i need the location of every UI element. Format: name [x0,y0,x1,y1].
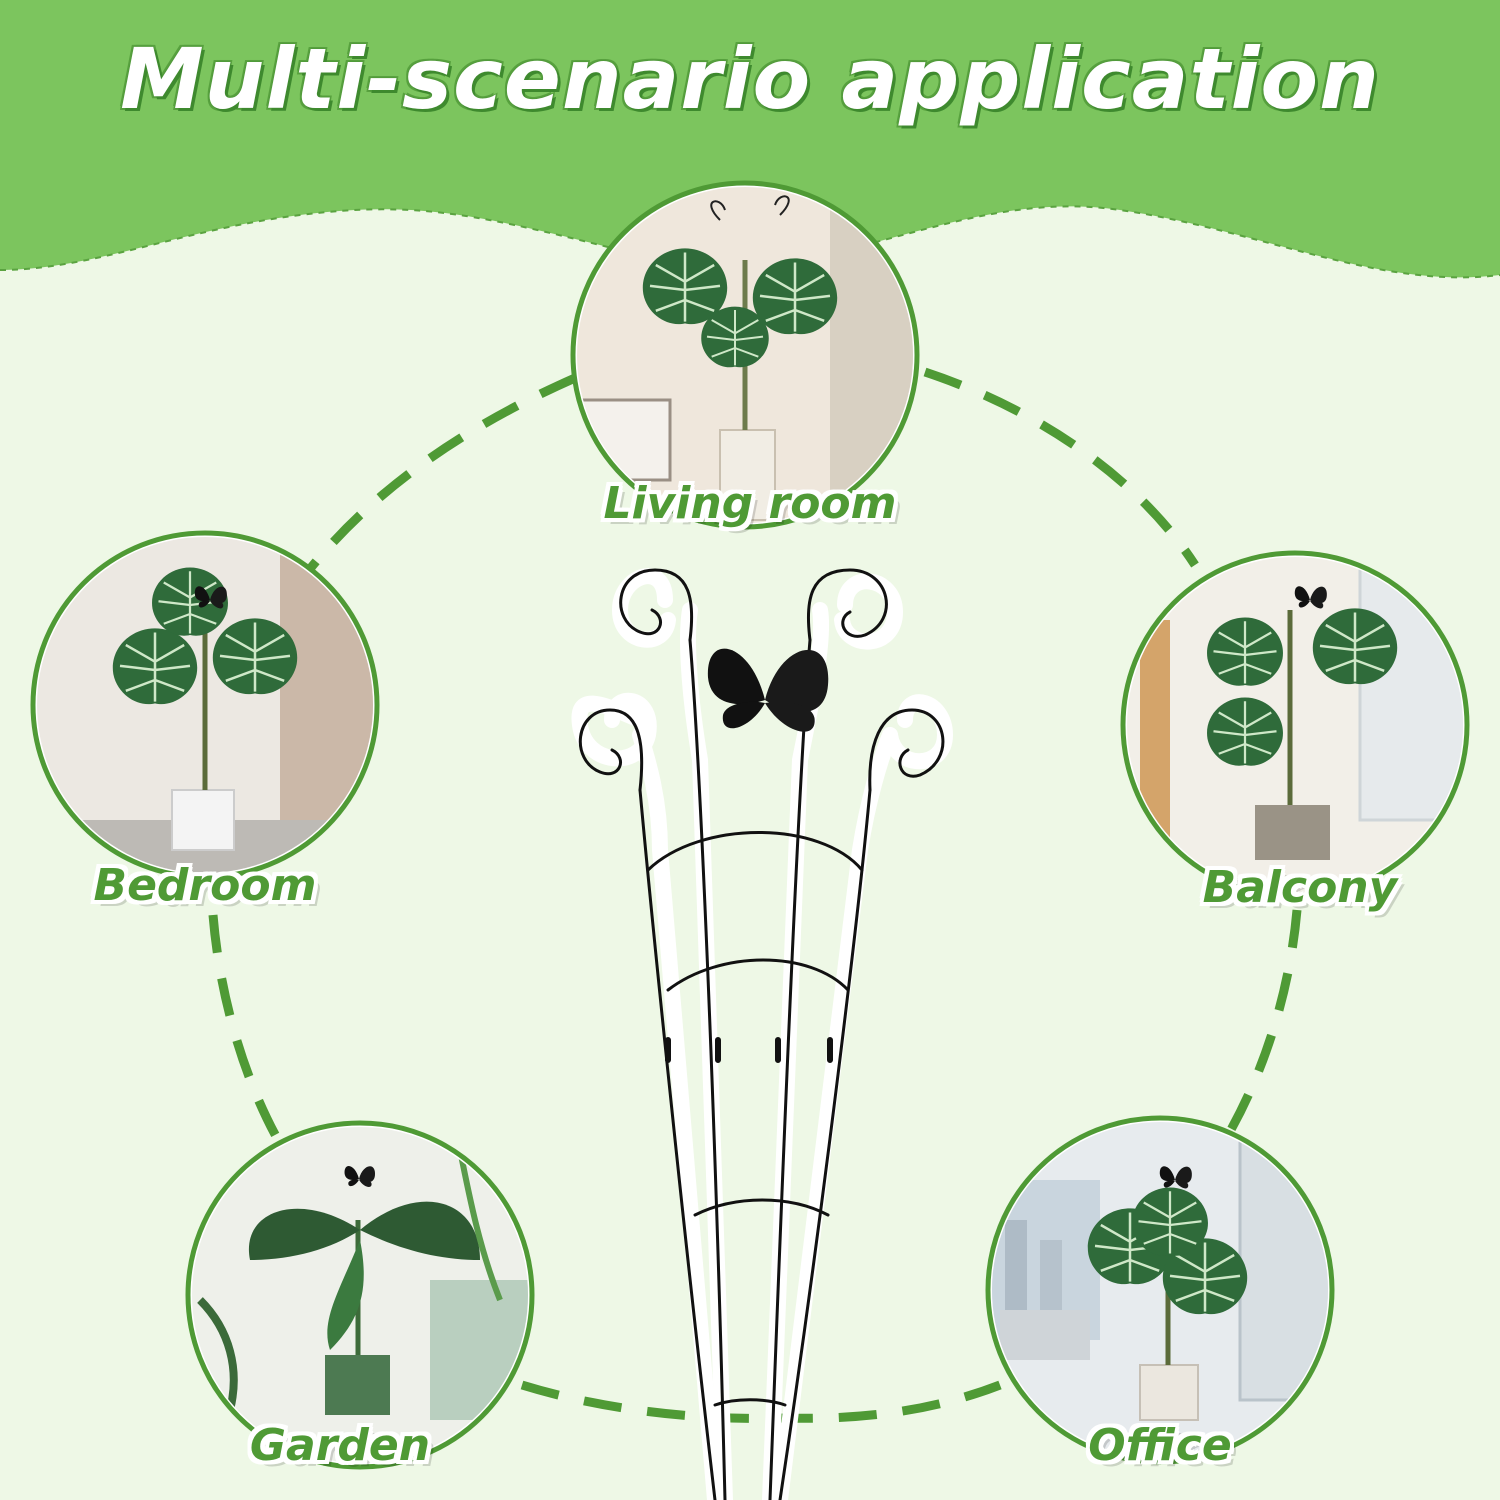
scene-garden [185,1120,535,1470]
monstera-plant-icon [0,0,51,41]
scene-office [985,1115,1335,1465]
scenario-label-living-room: Living room [603,478,897,529]
scenario-label-garden: Garden [249,1420,431,1471]
scenario-label-office: Office [1088,1420,1232,1471]
scenario-label-balcony: Balcony [1202,862,1398,913]
scene-balcony [1120,550,1470,900]
scene-living-room [570,180,920,530]
elephant-ear-plant-icon [0,0,51,41]
scene-bedroom [30,530,380,880]
page-title: Multi-scenario application [120,30,1380,128]
butterfly-trellis-icon [571,568,954,1500]
scenario-label-bedroom: Bedroom [93,860,317,911]
header-banner [0,0,1500,279]
